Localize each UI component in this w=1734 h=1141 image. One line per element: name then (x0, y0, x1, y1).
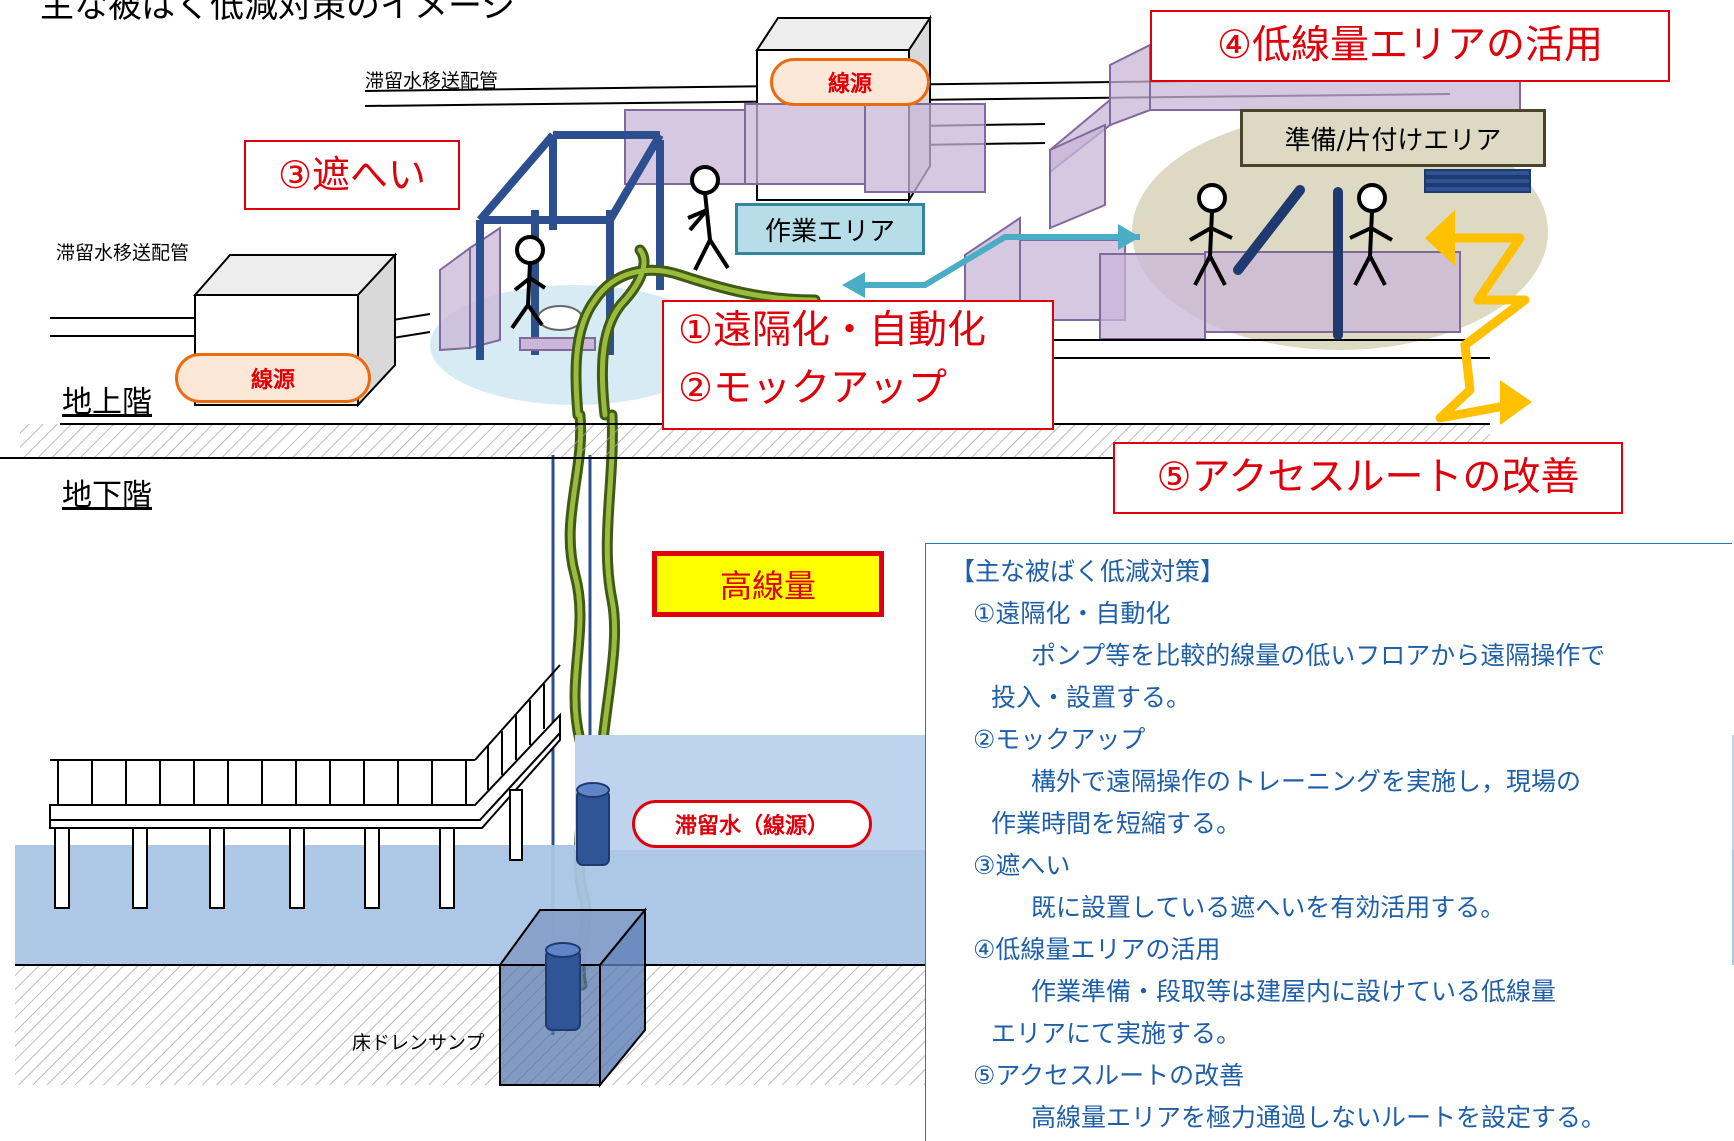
worker-figures (510, 165, 1393, 330)
sump-label: 床ドレンサンプ (352, 1032, 485, 1054)
legend-item-title: ②モックアップ (973, 725, 1146, 754)
pipe-label-left: 滞留水移送配管 (56, 242, 190, 264)
legend-item-title: ③遮へい (973, 851, 1071, 880)
source-label-top: 線源 (770, 58, 930, 106)
measures-legend: 【主な被ばく低減対策】 ①遠隔化・自動化 ポンプ等を比較的線量の低いフロアから遠… (925, 543, 1732, 1141)
support-legs (54, 789, 523, 909)
legend-item-desc-cont: エリアにて実施する。 (991, 1019, 1242, 1048)
prep-area-label: 準備/片付けエリア (1240, 109, 1546, 167)
work-area-label: 作業エリア (735, 203, 925, 255)
legend-item-title: ④低線量エリアの活用 (973, 935, 1221, 964)
panel-stack (1424, 169, 1531, 193)
callout-remote-mockup: ①遠隔化・自動化 ②モックアップ (662, 300, 1054, 430)
legend-item-desc: 高線量エリアを極力通過しないルートを設定する。 (1031, 1103, 1607, 1132)
legend-item-title: ⑤アクセスルートの改善 (973, 1061, 1245, 1090)
above-ground-floor-label: 地上階 (62, 385, 152, 420)
legend-item-desc: 作業準備・段取等は建屋内に設けている低線量 (1031, 977, 1557, 1006)
pipe-label-top: 滞留水移送配管 (365, 70, 499, 92)
basement-floor (15, 964, 925, 1085)
floor-edge-upper (1050, 339, 1490, 359)
legend-item-desc: 構外で遠隔操作のトレーニングを実施し，現場の (1031, 767, 1582, 796)
railing (49, 712, 561, 829)
legend-item-desc-cont: 投入・設置する。 (991, 683, 1192, 712)
yellow-route-arrow (1425, 210, 1532, 425)
stagnant-water-label: 滞留水（線源） (632, 800, 872, 848)
callout-shielding: ③遮へい (244, 140, 460, 210)
cyan-route-arrow (842, 224, 1140, 298)
legend-heading: 【主な被ばく低減対策】 (950, 557, 1226, 586)
railing-posts (50, 664, 561, 805)
legend-item-desc-cont: 作業時間を短縮する。 (991, 809, 1242, 838)
source-label-left: 線源 (175, 353, 371, 403)
callout-remote-line: ①遠隔化・自動化 (678, 308, 986, 353)
page-title: 主な被ばく低減対策のイメージ (40, 0, 516, 26)
pump-lower (545, 782, 610, 1031)
carried-panels (1233, 185, 1343, 340)
callout-access-route: ⑤アクセスルートの改善 (1113, 442, 1623, 514)
high-dose-label: 高線量 (652, 551, 884, 617)
basement-floor-label: 地下階 (62, 478, 152, 513)
legend-item-desc: 既に設置している遮へいを有効活用する。 (1031, 893, 1506, 922)
callout-mockup-line: ②モックアップ (678, 366, 947, 411)
callout-low-dose-area: ④低線量エリアの活用 (1150, 10, 1670, 82)
legend-item-title: ①遠隔化・自動化 (973, 599, 1171, 628)
legend-item-desc: ポンプ等を比較的線量の低いフロアから遠隔操作で (1031, 641, 1606, 670)
